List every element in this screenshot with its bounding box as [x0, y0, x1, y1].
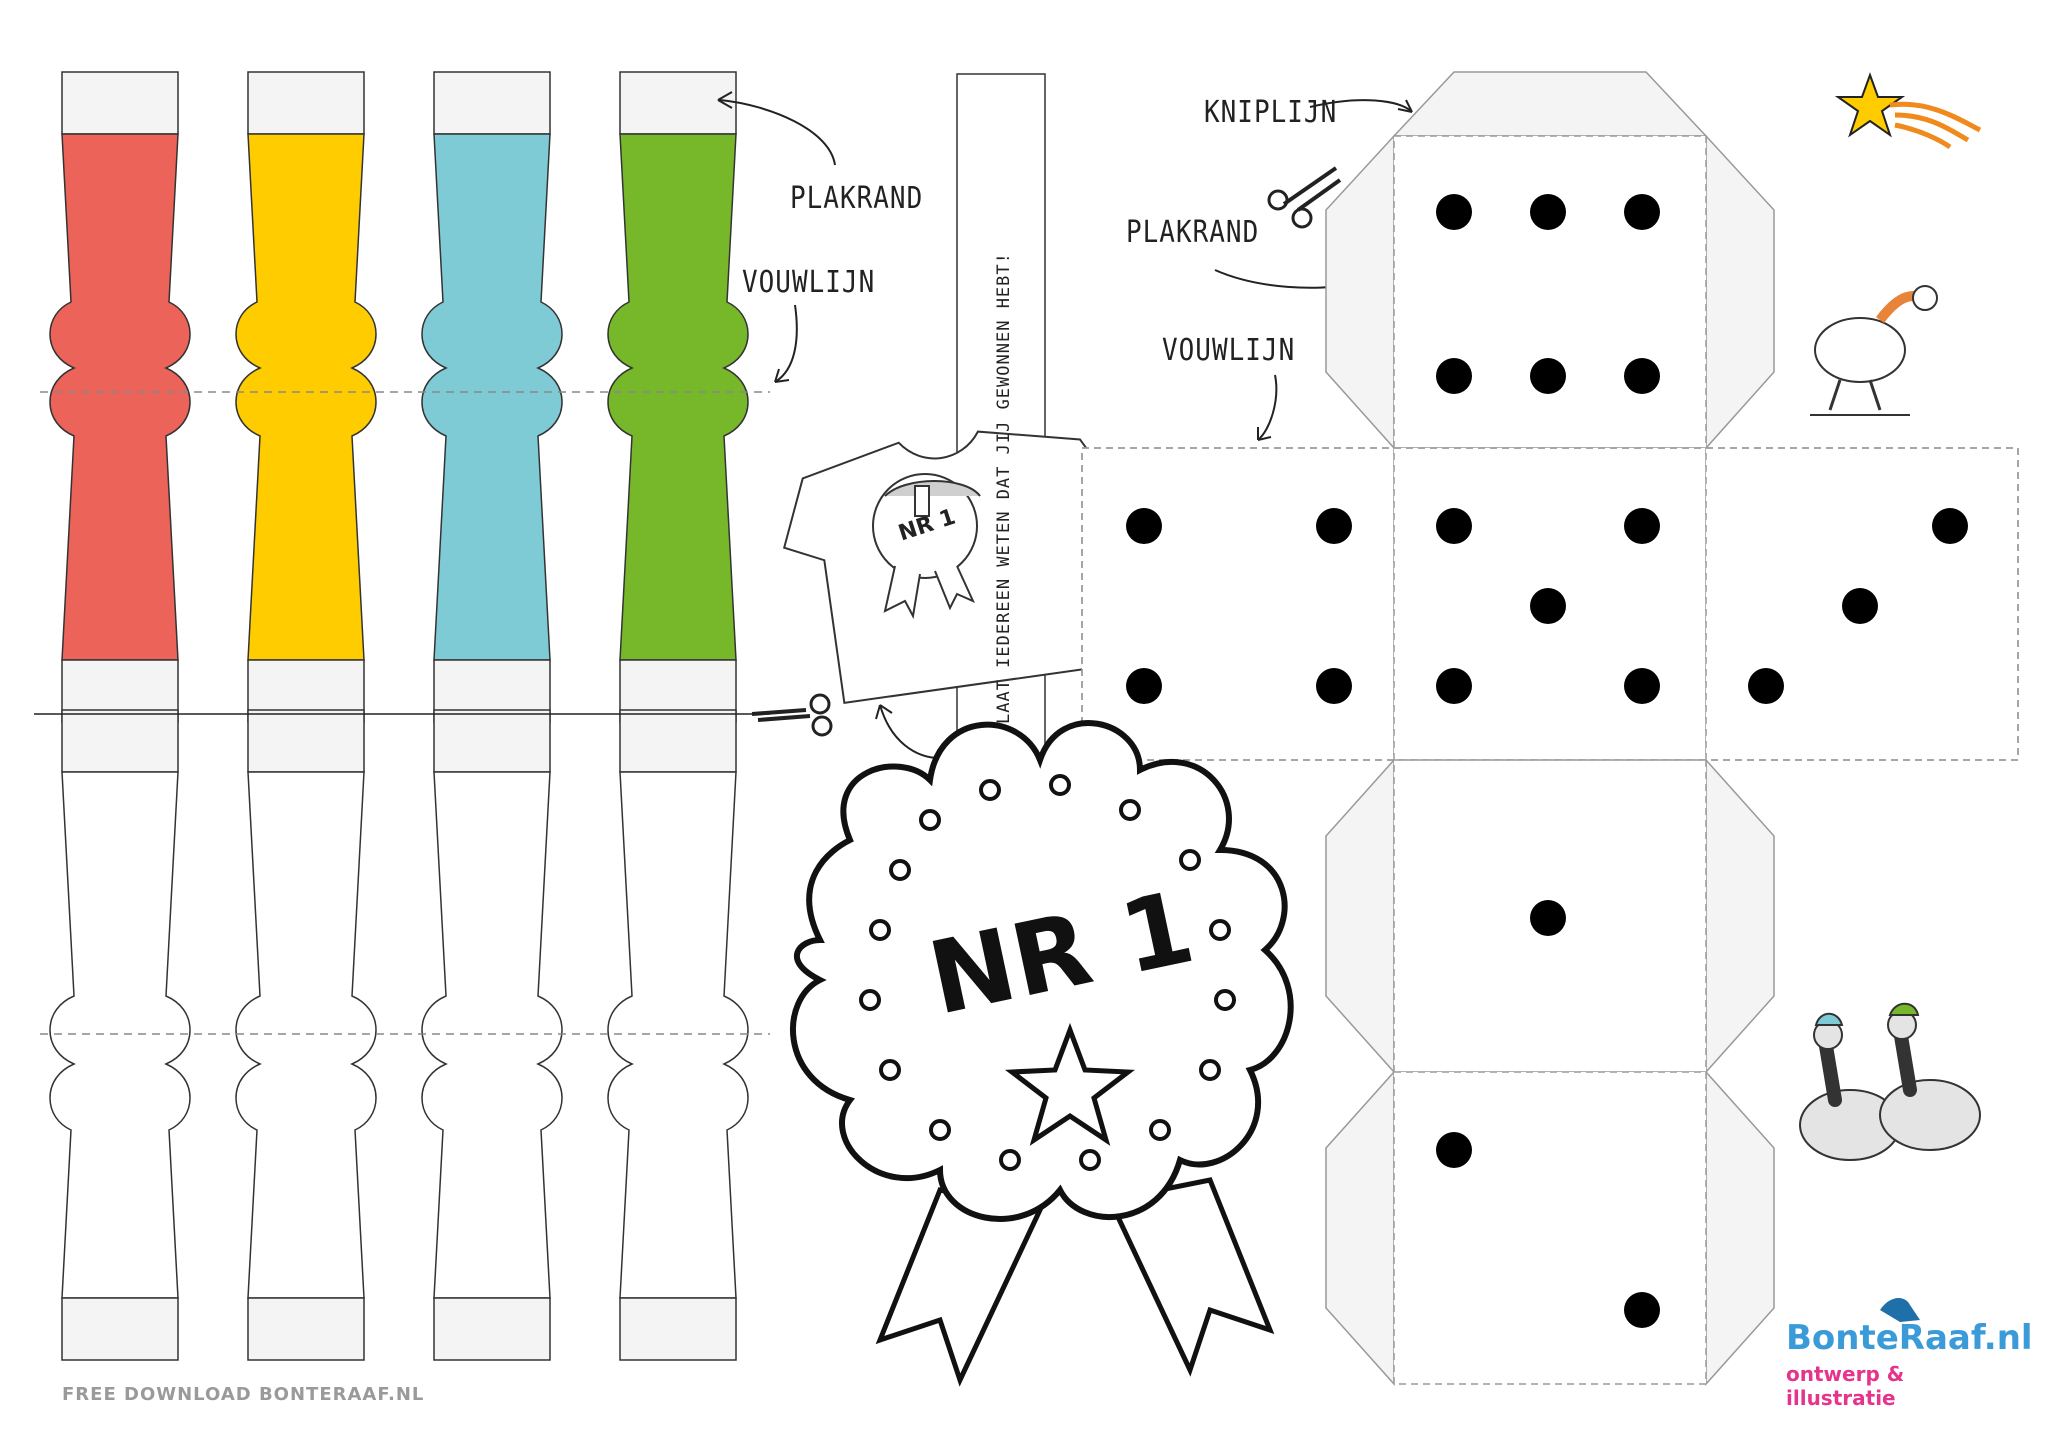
geese-group-icon [1799, 1002, 1981, 1161]
glue-tab-left-bot [1325, 1070, 1395, 1386]
star-icon [1005, 1022, 1135, 1146]
brand-tagline: ontwerp & illustratie [1786, 1362, 1905, 1410]
dice-middle-row [1081, 447, 2019, 761]
pip [1624, 358, 1660, 394]
pip [1624, 668, 1660, 704]
pip [1436, 194, 1472, 230]
pawn-outline-4 [607, 709, 749, 1361]
pip [1530, 358, 1566, 394]
pawn-red [49, 71, 191, 723]
scissors-icon-left [751, 693, 833, 737]
dice-face [1081, 447, 1395, 761]
raven-icon [1880, 1298, 1920, 1322]
dice-net [1081, 71, 2019, 1386]
glue-tab-right-mid [1705, 758, 1775, 1074]
pawn-blue [421, 71, 563, 723]
pip [1316, 508, 1352, 544]
glue-tab-right-bot [1705, 1070, 1775, 1386]
pip [1126, 668, 1162, 704]
glue-tab-top [1392, 71, 1708, 137]
pawn-cutouts-white [49, 709, 749, 1361]
glue-tab-left-mid [1325, 758, 1395, 1074]
pip [1842, 588, 1878, 624]
dice-face [1393, 135, 1707, 449]
pawn-outline-2 [235, 709, 377, 1361]
pip [1932, 508, 1968, 544]
pip [1748, 668, 1784, 704]
kniplijn-label: KNIPLIJN [1204, 95, 1338, 131]
brand-name: BonteRaaf.nl [1786, 1318, 2033, 1358]
pawn-green [607, 71, 749, 723]
vouwlijn-label: VOUWLIJN [742, 265, 876, 301]
plakrand-label-right: PLAKRAND [1126, 215, 1260, 251]
pip [1436, 668, 1472, 704]
pip [1530, 900, 1566, 936]
footer-text: FREE DOWNLOAD BONTERAAF.NL [62, 1384, 425, 1405]
vouwlijn-label-right: VOUWLIJN [1162, 333, 1296, 369]
pip [1126, 508, 1162, 544]
scissors-icon [1267, 166, 1342, 229]
plakrand-label: PLAKRAND [790, 181, 924, 217]
strip-text: LAAT IEDEREEN WETEN DAT JIJ GEWONNEN HEB… [994, 252, 1014, 724]
brand-logo: BonteRaaf.nl ontwerp & illustratie [1786, 1318, 2033, 1410]
pip [1624, 508, 1660, 544]
pip [1624, 194, 1660, 230]
dice-face [1393, 1071, 1707, 1385]
goose-icon [1810, 285, 1938, 416]
rosette-badge: NR 1 [790, 720, 1294, 1387]
pawn-yellow [235, 71, 377, 723]
pip [1624, 1292, 1660, 1328]
pawn-outline-3 [421, 709, 563, 1361]
pip [1436, 1132, 1472, 1168]
pip [1436, 358, 1472, 394]
shooting-star-icon [1834, 72, 1982, 150]
pip [1436, 508, 1472, 544]
pawn-cutouts-colored [49, 71, 749, 723]
pip [1316, 668, 1352, 704]
tshirt-illustration: NR 1 [782, 430, 1126, 704]
pip [1530, 588, 1566, 624]
pip [1530, 194, 1566, 230]
glue-tab-right-top [1705, 134, 1775, 450]
pawn-outline-1 [49, 709, 191, 1361]
